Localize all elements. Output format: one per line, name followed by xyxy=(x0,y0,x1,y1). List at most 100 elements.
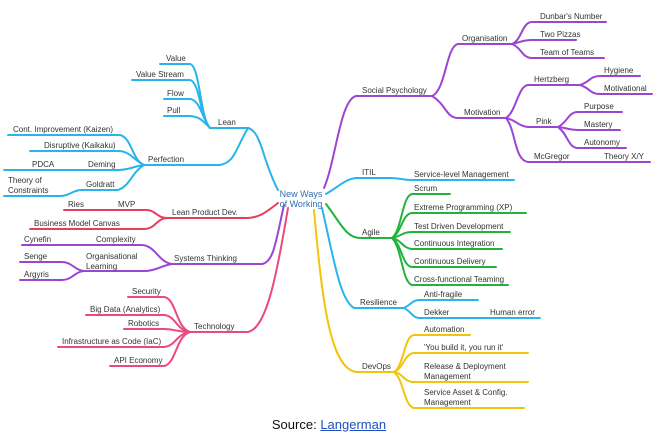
team-of-teams-label: Team of Teams xyxy=(540,48,594,57)
lean-value-label: Value xyxy=(166,54,186,63)
api-economy-connector xyxy=(109,331,191,367)
organisation-label: Organisation xyxy=(462,34,507,43)
scrum-label: Scrum xyxy=(414,184,437,193)
autonomy-connector xyxy=(557,126,627,149)
itil-branch: ITIL Service-level Management xyxy=(325,168,515,195)
lean-product-connector xyxy=(167,202,279,219)
pink-connector xyxy=(505,117,559,128)
asset-label-line2: Management xyxy=(424,398,471,407)
human-error-label: Human error xyxy=(490,308,535,317)
perfection-connector xyxy=(143,127,249,166)
security-connector xyxy=(127,296,191,333)
source-prefix: Source: xyxy=(271,417,317,432)
pink-label: Pink xyxy=(536,117,553,126)
service-level-label: Service-level Management xyxy=(414,170,509,179)
technology-label: Technology xyxy=(194,322,234,331)
resilience-branch: Resilience Anti-fragile Dekker Human err… xyxy=(321,207,541,319)
kaikaku-connector xyxy=(29,150,145,166)
org-learning-label-line2: Learning xyxy=(86,262,117,271)
org-learning-label-line1: Organisational xyxy=(86,252,138,261)
mcgregor-connector xyxy=(505,117,583,163)
anti-fragile-label: Anti-fragile xyxy=(424,290,463,299)
team-of-teams-connector xyxy=(511,43,605,59)
ries-label: Ries xyxy=(68,200,84,209)
cross-functional-connector xyxy=(391,237,509,286)
purpose-connector xyxy=(557,111,623,128)
center-label-line1: New Ways xyxy=(280,189,323,199)
argyris-connector xyxy=(19,270,85,281)
robotics-label: Robotics xyxy=(128,319,159,328)
ci-label: Continuous Integration xyxy=(414,239,495,248)
senge-label: Senge xyxy=(24,252,48,261)
source-link[interactable]: Langerman xyxy=(320,417,387,432)
lean-pull-connector xyxy=(163,115,211,129)
constraints-label-line1: Theory of xyxy=(8,176,43,185)
source-caption: Source: Langerman xyxy=(0,417,658,432)
anti-fragile-connector xyxy=(403,299,479,309)
hygiene-label: Hygiene xyxy=(604,66,634,75)
itil-connector xyxy=(325,177,391,195)
two-pizzas-label: Two Pizzas xyxy=(540,30,580,39)
complexity-label: Complexity xyxy=(96,235,136,244)
lean-product-branch: Lean Product Dev. MVP Ries Business Mode… xyxy=(29,200,279,230)
deming-label: Deming xyxy=(88,160,116,169)
asset-connector xyxy=(393,371,525,409)
devops-branch: DevOps Automation 'You build it, you run… xyxy=(313,209,529,409)
constraints-label-line2: Constraints xyxy=(8,186,48,195)
service-level-connector xyxy=(389,177,515,181)
pdca-label: PDCA xyxy=(32,160,55,169)
hygiene-connector xyxy=(579,75,641,86)
devops-label: DevOps xyxy=(362,362,391,371)
api-economy-label: API Economy xyxy=(114,356,162,365)
mastery-label: Mastery xyxy=(584,120,612,129)
perfection-label: Perfection xyxy=(148,155,184,164)
security-label: Security xyxy=(132,287,161,296)
robotics-connector xyxy=(123,328,191,333)
resilience-connector xyxy=(321,207,405,309)
lean-flow-label: Flow xyxy=(167,89,184,98)
mcgregor-label: McGregor xyxy=(534,152,570,161)
goldratt-label: Goldratt xyxy=(86,180,115,189)
lean-branch: Lean Value Value Stream Flow Pull Perfec… xyxy=(3,54,279,197)
release-label-line1: Release & Deployment xyxy=(424,362,507,371)
social-label: Social Psychology xyxy=(362,86,427,95)
xp-connector xyxy=(391,212,527,239)
canvas-connector xyxy=(29,217,169,230)
mvp-connector xyxy=(111,209,169,219)
lean-value-stream-label: Value Stream xyxy=(136,70,184,79)
resilience-label: Resilience xyxy=(360,298,397,307)
big-data-label: Big Data (Analytics) xyxy=(90,305,161,314)
kaikaku-label: Disruptive (Kaikaku) xyxy=(44,141,116,150)
dekker-label: Dekker xyxy=(424,308,450,317)
release-connector xyxy=(393,371,529,383)
technology-branch: Technology Security Big Data (Analytics)… xyxy=(57,207,289,367)
senge-connector xyxy=(19,261,85,272)
kaizen-label: Cont. Improvement (Kaizen) xyxy=(13,125,113,134)
center-node: New Ways of Working xyxy=(280,189,323,209)
motivation-connector xyxy=(431,95,507,119)
asset-label-line1: Service Asset & Config. xyxy=(424,388,508,397)
motivational-label: Motivational xyxy=(604,84,647,93)
agile-connector xyxy=(325,203,393,239)
dunbar-connector xyxy=(511,21,607,45)
goldratt-connector xyxy=(81,164,145,191)
systems-connector xyxy=(171,204,285,265)
automation-label: Automation xyxy=(424,325,464,334)
cd-label: Continuous Delivery xyxy=(414,257,486,266)
agile-branch: Agile Scrum Extreme Programming (XP) Tes… xyxy=(325,184,527,286)
canvas-label: Business Model Canvas xyxy=(34,219,120,228)
organisation-connector xyxy=(431,43,513,97)
purpose-label: Purpose xyxy=(584,102,614,111)
mvp-label: MVP xyxy=(118,200,135,209)
cross-functional-label: Cross-functional Teaming xyxy=(414,275,504,284)
you-build-connector xyxy=(393,352,529,373)
xp-label: Extreme Programming (XP) xyxy=(414,203,513,212)
social-connector xyxy=(323,95,433,189)
motivational-connector xyxy=(579,84,653,95)
devops-connector xyxy=(313,209,395,373)
itil-label: ITIL xyxy=(362,168,376,177)
dunbar-label: Dunbar's Number xyxy=(540,12,603,21)
two-pizzas-connector xyxy=(511,39,577,45)
org-learning-connector xyxy=(83,263,173,272)
agile-label: Agile xyxy=(362,228,380,237)
